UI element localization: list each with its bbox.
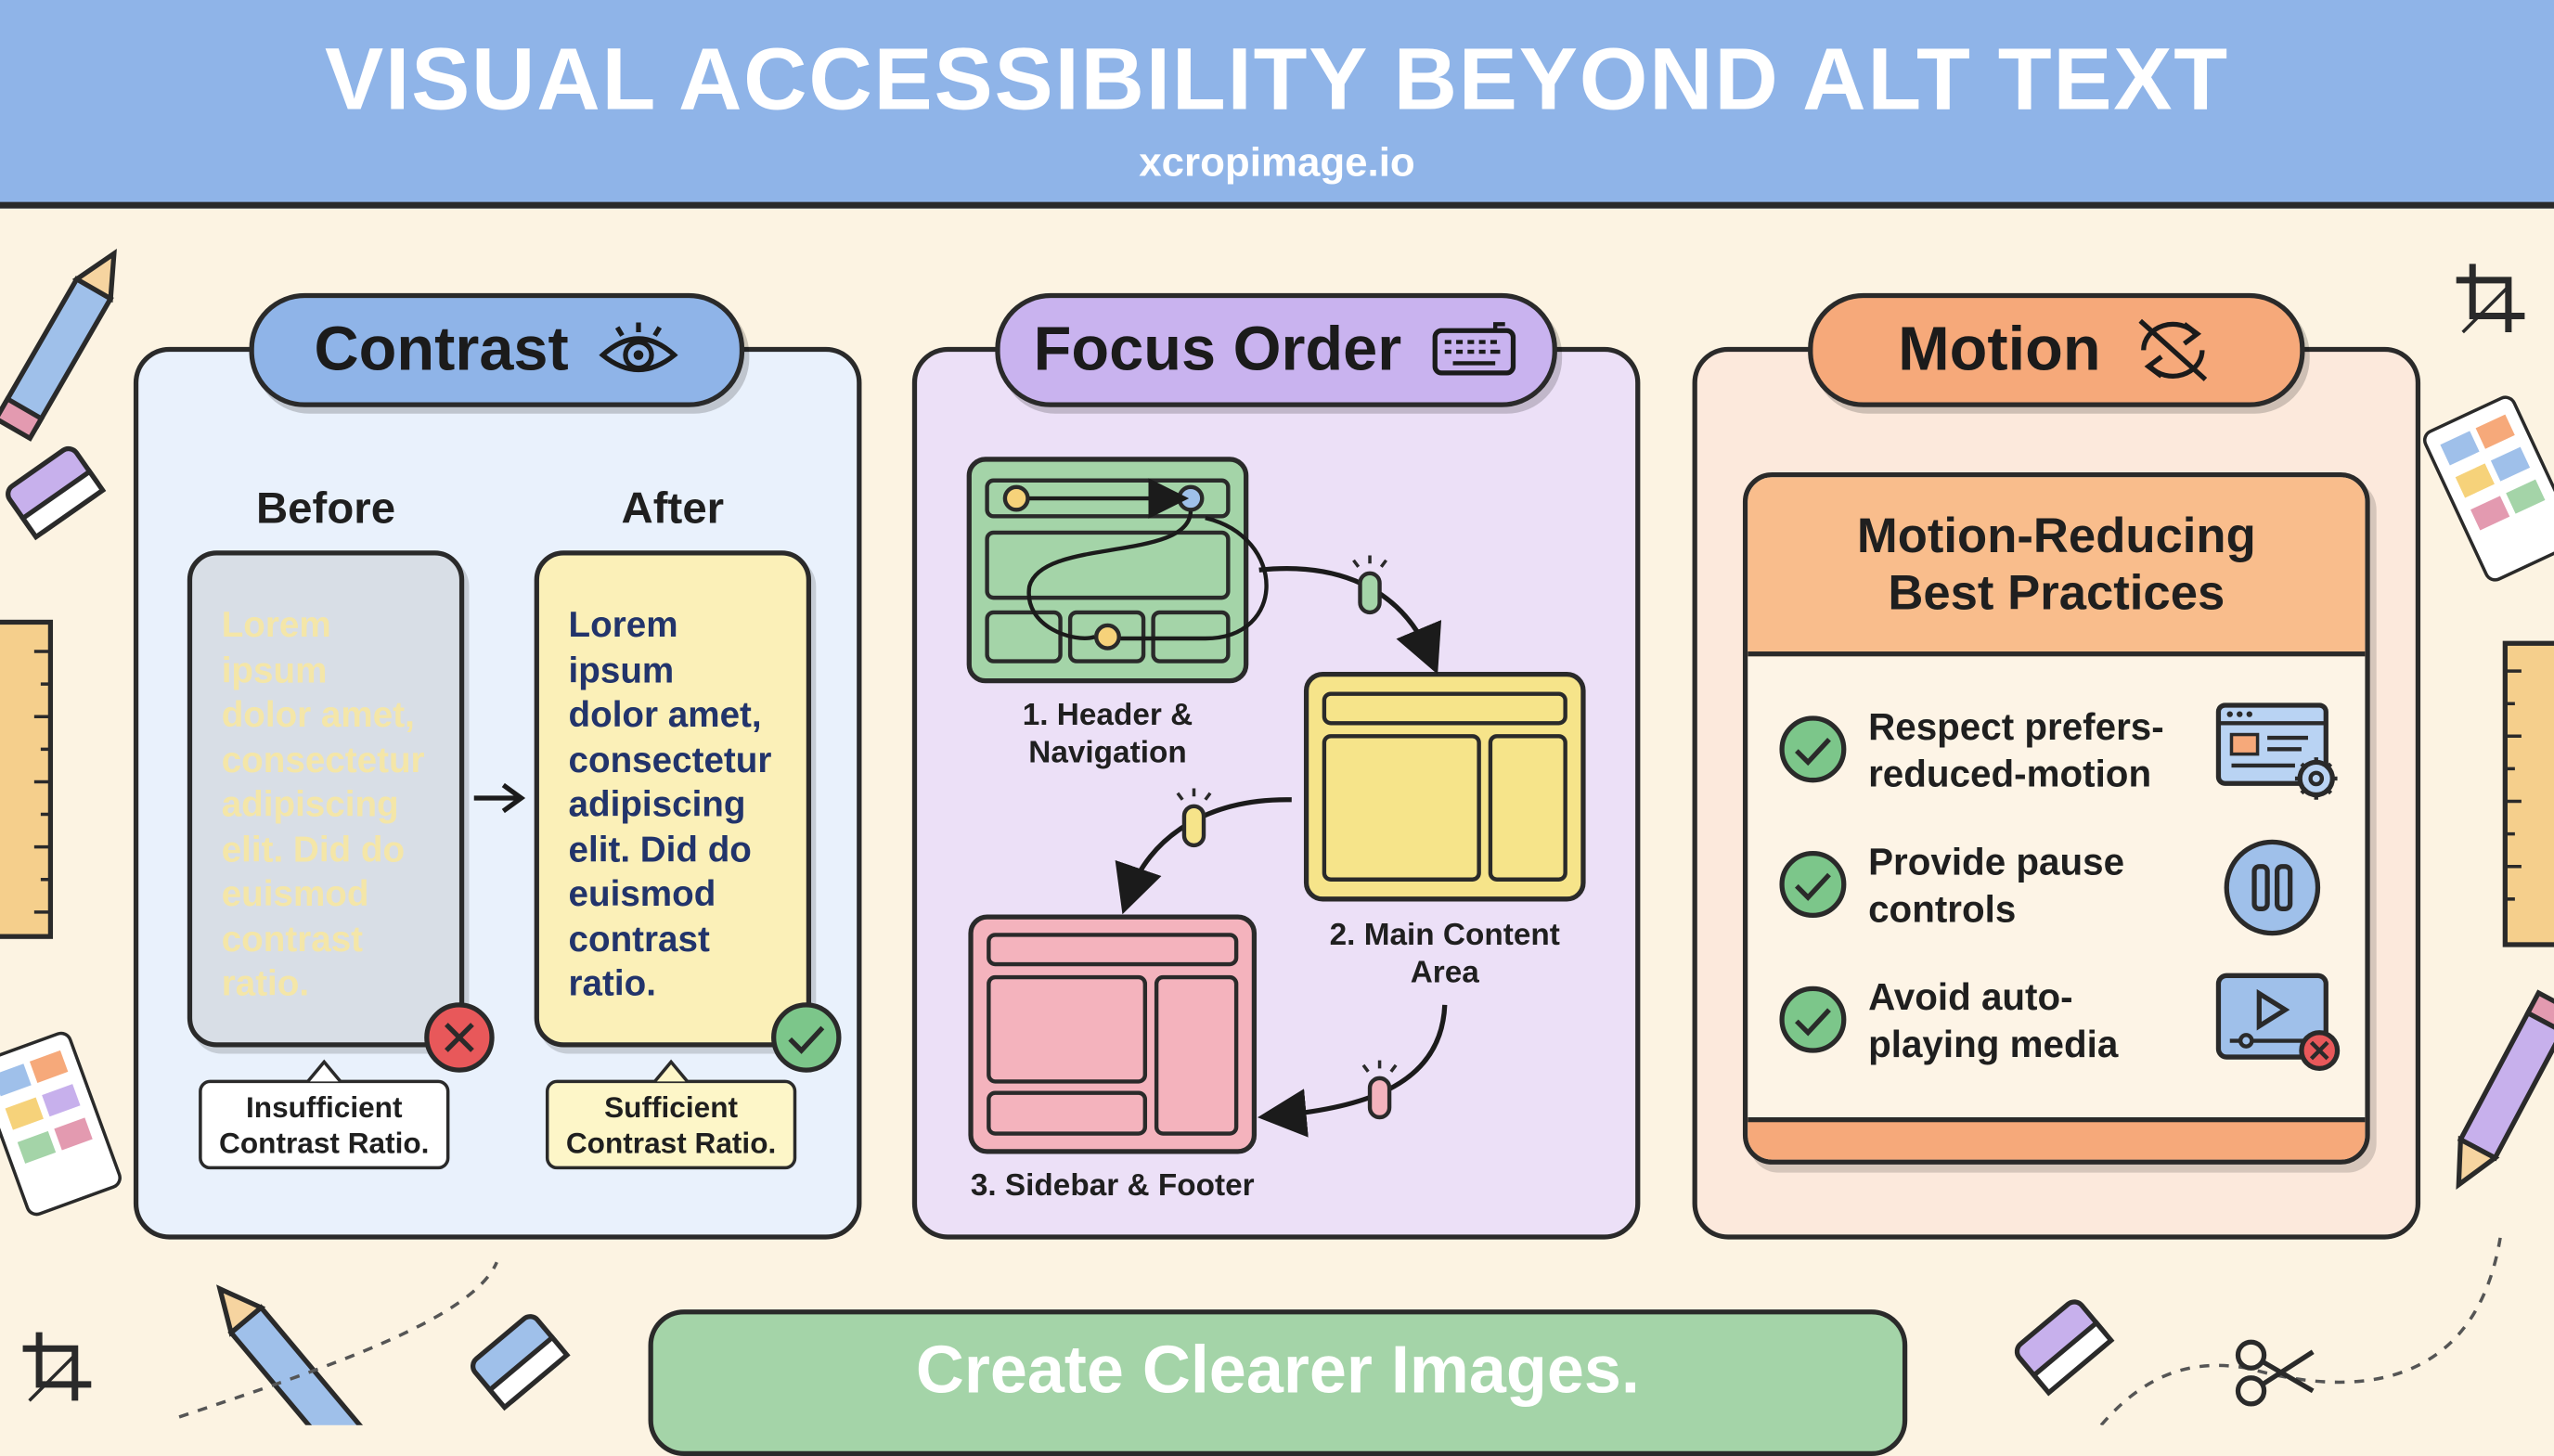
page-title: VISUAL ACCESSIBILITY BEYOND ALT TEXT xyxy=(325,31,2229,129)
x-circle-icon xyxy=(424,1002,495,1073)
header-banner xyxy=(0,0,2554,209)
check-circle-icon xyxy=(1779,715,1847,783)
pause-icon xyxy=(2224,839,2321,936)
main-content-wireframe xyxy=(1303,671,1586,902)
step-1-label: 1. Header & Navigation xyxy=(1022,698,1193,771)
contrast-title-pill: Contrast xyxy=(249,292,745,407)
best-practices-title: Motion-Reducing Best Practices xyxy=(1856,509,2256,621)
pencil-icon xyxy=(216,1284,369,1425)
after-sample-text: Lorem ipsum dolor amet, consectetur adip… xyxy=(568,604,772,1004)
before-sample-text: Lorem ipsum dolor amet, consectetur adip… xyxy=(221,604,425,1004)
footer-text: Create Clearer Images. xyxy=(915,1332,1640,1408)
sufficient-contrast-note: Sufficient Contrast Ratio. xyxy=(545,1079,797,1170)
after-card xyxy=(534,550,812,1048)
motion-title: Motion xyxy=(1898,315,2101,384)
eraser-icon xyxy=(6,445,107,541)
arrow-right-icon xyxy=(473,782,526,814)
practice-2-text: Provide pause controls xyxy=(1868,840,2125,931)
crop-icon xyxy=(2456,264,2525,334)
insufficient-contrast-note: Insufficient Contrast Ratio. xyxy=(199,1079,450,1170)
ruler-icon xyxy=(2502,640,2554,947)
check-circle-icon xyxy=(1779,851,1847,918)
header-navigation-wireframe xyxy=(966,457,1269,684)
video-blocked-icon xyxy=(2215,973,2341,1071)
focus-order-diagram xyxy=(966,457,1586,1154)
focus-order-title: Focus Order xyxy=(1033,315,1402,384)
note-pointers xyxy=(306,1059,690,1083)
keyboard-icon xyxy=(1433,322,1516,376)
practice-1-text: Respect prefers- reduced-motion xyxy=(1868,704,2164,795)
motion-off-icon xyxy=(2138,318,2207,381)
focus-order-title-pill: Focus Order xyxy=(995,292,1557,407)
eraser-icon xyxy=(471,1314,571,1411)
focus-indicator-icon xyxy=(1176,788,1212,848)
best-practices-footer-bar xyxy=(1748,1116,2366,1160)
before-label: Before xyxy=(255,483,396,533)
pencil-icon xyxy=(2456,989,2554,1191)
ruler-icon xyxy=(0,619,54,939)
decorations xyxy=(0,249,2554,1425)
color-swatches-icon xyxy=(2422,395,2554,582)
check-circle-icon xyxy=(1779,986,1847,1053)
eraser-icon xyxy=(2014,1299,2115,1397)
focus-indicator-icon xyxy=(1361,1060,1398,1120)
contrast-title: Contrast xyxy=(314,315,569,384)
after-label: After xyxy=(621,483,725,533)
best-practices-header xyxy=(1748,477,2366,657)
sidebar-footer-wireframe xyxy=(968,914,1258,1154)
step-2-label: 2. Main Content Area xyxy=(1329,918,1560,991)
color-swatches-icon xyxy=(0,1031,122,1217)
settings-window-icon xyxy=(2215,702,2338,800)
eye-icon xyxy=(599,322,678,373)
before-card xyxy=(187,550,465,1048)
step-3-label: 3. Sidebar & Footer xyxy=(970,1169,1255,1205)
practice-3-text: Avoid auto- playing media xyxy=(1868,975,2119,1065)
check-circle-icon xyxy=(771,1002,842,1073)
crop-icon xyxy=(22,1332,92,1402)
scissors-icon xyxy=(2235,1339,2315,1407)
pencil-icon xyxy=(0,249,117,442)
page-subtitle: xcropimage.io xyxy=(1139,139,1415,187)
motion-title-pill: Motion xyxy=(1808,292,2305,407)
focus-indicator-icon xyxy=(1352,555,1387,615)
